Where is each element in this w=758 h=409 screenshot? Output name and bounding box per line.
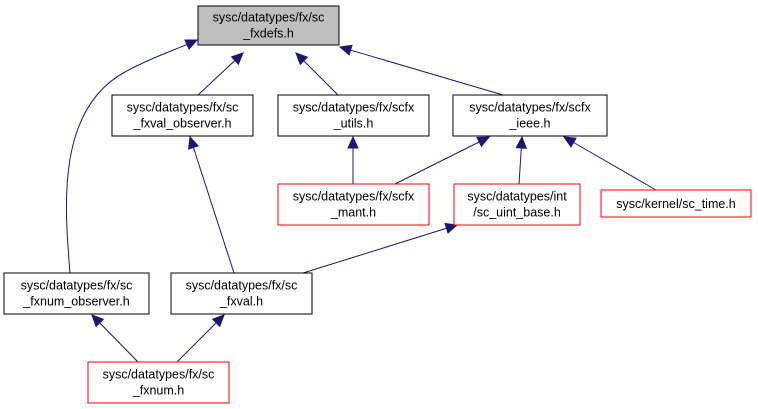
edge-sc_uint_base-to-scfx_ieee [515,135,528,185]
edge-arrowhead [515,135,528,149]
node-sc-time[interactable]: sysc/kernel/sc_time.h [600,189,752,218]
edge-arrowhead [211,314,225,328]
edge-arrowhead [295,52,309,66]
node-scfx-ieee-line-1: sysc/datatypes/fx/scfx [469,101,591,115]
node-sc-fxval-observer-line-2: _fxval_observer.h [133,117,232,131]
edge-sc_fxval-to-sc_uint_base [302,222,459,274]
edge-scfx_utils-to-sc_fxdefs [295,52,339,96]
node-sc-fxdefs-line-1: sysc/datatypes/fx/sc [213,11,325,25]
node-scfx-ieee[interactable]: sysc/datatypes/fx/scfx _ieee.h [452,94,608,137]
node-sc-fxval[interactable]: sysc/datatypes/fx/sc _fxval.h [170,272,313,315]
edge-line [176,321,218,363]
node-scfx-mant[interactable]: sysc/datatypes/fx/scfx _mant.h [277,183,430,226]
node-sc-time-line-1: sysc/kernel/sc_time.h [616,197,736,211]
edge-sc_fxnum-to-sc_fxnum_observer [91,314,139,363]
edge-sc_fxval-to-sc_fxval_observer [188,135,235,274]
node-sc-fxnum-observer[interactable]: sysc/datatypes/fx/sc _fxnum_observer.h [3,272,150,315]
edge-arrowhead [476,136,491,148]
node-scfx-utils-line-2: _utils.h [333,117,374,131]
edge-line [394,141,481,185]
node-sc-fxval-line-2: _fxval.h [219,295,263,309]
node-sc-fxnum-line-2: _fxnum.h [132,384,184,398]
node-scfx-mant-line-1: sysc/datatypes/fx/scfx [293,190,415,204]
edge-line [302,227,448,274]
node-scfx-mant-line-2: _mant.h [330,206,376,220]
node-sc-fxval-line-1: sysc/datatypes/fx/sc [186,279,298,293]
node-sc-fxnum[interactable]: sysc/datatypes/fx/sc _fxnum.h [87,361,230,404]
node-sc-fxval-observer[interactable]: sysc/datatypes/fx/sc _fxval_observer.h [111,94,254,137]
edges-layer [65,39,657,363]
edge-sc_fxval_observer-to-sc_fxdefs [197,52,244,96]
edge-arrowhead [562,136,577,148]
edge-scfx_mant-to-scfx_ieee [394,136,491,185]
node-sc-fxdefs-line-2: _fxdefs.h [242,27,294,41]
edge-scfx_mant-to-scfx_utils [347,135,359,184]
edge-arrowhead [184,39,199,51]
edge-line [197,59,237,96]
edge-arrowhead [91,314,105,328]
edge-sc_time-to-scfx_ieee [562,136,657,191]
node-sc-uint-base-line-1: sysc/datatypes/int [467,190,567,204]
edge-arrowhead [338,44,353,56]
node-sc-uint-base[interactable]: sysc/datatypes/int /sc_uint_base.h [453,183,581,226]
edge-line [192,146,235,274]
edge-line [518,146,522,185]
edge-line [65,43,189,274]
edge-line [302,59,339,96]
edge-sc_fxnum_observer-to-sc_fxdefs [65,39,199,274]
edge-line [572,141,657,191]
edge-scfx_ieee-to-sc_fxdefs [338,44,504,96]
node-sc-fxnum-observer-line-2: _fxnum_observer.h [22,295,129,309]
edge-arrowhead [188,135,200,150]
edge-sc_fxnum-to-sc_fxval [176,314,225,363]
edge-arrowhead [444,222,459,234]
node-scfx-utils-line-1: sysc/datatypes/fx/scfx [293,101,415,115]
node-sc-fxval-observer-line-1: sysc/datatypes/fx/sc [127,101,239,115]
node-sc-fxdefs[interactable]: sysc/datatypes/fx/sc _fxdefs.h [197,5,340,46]
node-scfx-ieee-line-2: _ieee.h [508,117,550,131]
node-sc-fxnum-line-1: sysc/datatypes/fx/sc [103,368,215,382]
edge-line [98,321,139,363]
node-sc-fxnum-observer-line-1: sysc/datatypes/fx/sc [21,279,133,293]
edge-line [349,49,504,96]
edge-arrowhead [230,52,244,66]
edge-arrowhead [347,135,359,149]
node-sc-uint-base-line-2: /sc_uint_base.h [473,206,561,220]
node-scfx-utils[interactable]: sysc/datatypes/fx/scfx _utils.h [277,94,430,137]
